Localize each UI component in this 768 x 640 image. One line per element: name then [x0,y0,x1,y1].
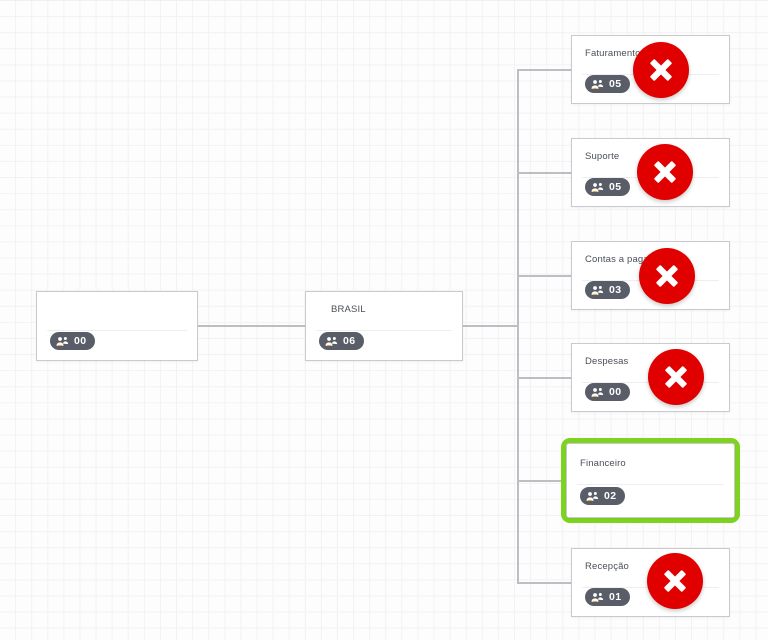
node-divider [316,330,452,331]
member-count-badge: 03 [585,281,631,299]
remove-node-button-recepcao[interactable] [647,553,703,609]
org-node-label: Suporte [585,151,620,162]
member-count-value: 02 [604,490,617,502]
org-node-brasil[interactable]: BRASIL 06 [305,291,463,361]
member-count-badge: 00 [585,383,631,401]
users-group-icon [591,79,604,90]
users-group-icon [591,592,604,603]
connector-root-to-brasil [198,325,305,327]
member-count-badge: 02 [580,487,626,505]
connector-brasil-to-trunk [463,325,519,327]
users-group-icon [591,285,604,296]
connector-branch-contas-a-pagar [517,275,571,277]
red-x-circle-icon [652,261,682,291]
org-node-financeiro[interactable]: Financeiro 02 [566,443,735,518]
member-count-value: 00 [609,386,622,398]
member-count-badge: 01 [585,588,631,606]
users-group-icon [325,336,338,347]
node-divider [577,484,724,485]
remove-node-button-faturamento[interactable] [633,42,689,98]
connector-branch-despesas [517,377,571,379]
remove-node-button-contas-a-pagar[interactable] [639,248,695,304]
member-count-value: 05 [609,181,622,193]
connector-branch-recepcao [517,582,571,584]
connector-branch-suporte [517,172,571,174]
member-count-badge: 05 [585,75,631,93]
member-count-value: 03 [609,284,622,296]
org-node-root[interactable]: 00 [36,291,198,361]
connector-branch-faturamento [517,69,571,71]
org-node-financeiro-selection-outline: Financeiro 02 [561,438,740,523]
member-count-value: 05 [609,78,622,90]
connector-trunk [517,69,519,583]
member-count-value: 00 [74,335,87,347]
red-x-circle-icon [660,566,690,596]
org-node-label: Contas a pagar [585,254,653,265]
member-count-value: 01 [609,591,622,603]
org-node-label: Faturamento [585,48,641,59]
users-group-icon [586,491,599,502]
remove-node-button-despesas[interactable] [648,349,704,405]
member-count-badge: 06 [319,332,365,350]
member-count-value: 06 [343,335,356,347]
remove-node-button-suporte[interactable] [637,144,693,200]
red-x-circle-icon [661,362,691,392]
org-node-label: Despesas [585,356,629,367]
users-group-icon [591,387,604,398]
org-node-label: Recepção [585,561,629,572]
users-group-icon [591,182,604,193]
member-count-badge: 05 [585,178,631,196]
connector-branch-financeiro [517,480,563,482]
users-group-icon [56,336,69,347]
member-count-badge: 00 [50,332,96,350]
org-node-label: BRASIL [331,304,366,315]
node-divider [47,330,187,331]
red-x-circle-icon [646,55,676,85]
org-node-label: Financeiro [580,458,626,469]
red-x-circle-icon [650,157,680,187]
